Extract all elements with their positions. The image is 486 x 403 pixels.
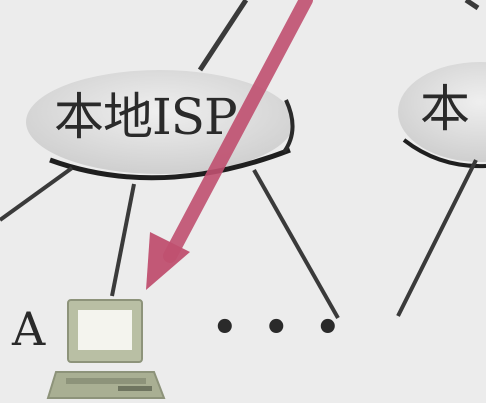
uplink-line	[197, 0, 249, 72]
local-isp-ellipse-shadow	[49, 147, 291, 181]
isp-right-link	[252, 169, 340, 319]
arrow	[146, 0, 313, 290]
local-isp-ellipse-edge	[282, 99, 295, 154]
right-isp-label: 本	[420, 80, 470, 138]
host-a-label: A	[12, 302, 46, 356]
right-isp-ellipse	[398, 62, 486, 162]
uplink-line-right	[464, 0, 480, 11]
isp-left-link	[0, 166, 74, 222]
isp-host-link	[110, 183, 136, 297]
local-isp-label: 本地ISP	[54, 88, 238, 146]
ellipsis: • • •	[212, 305, 347, 351]
computer-icon	[46, 299, 166, 399]
right-isp-ellipse-shadow	[402, 138, 486, 169]
right-isp-link	[396, 159, 478, 317]
